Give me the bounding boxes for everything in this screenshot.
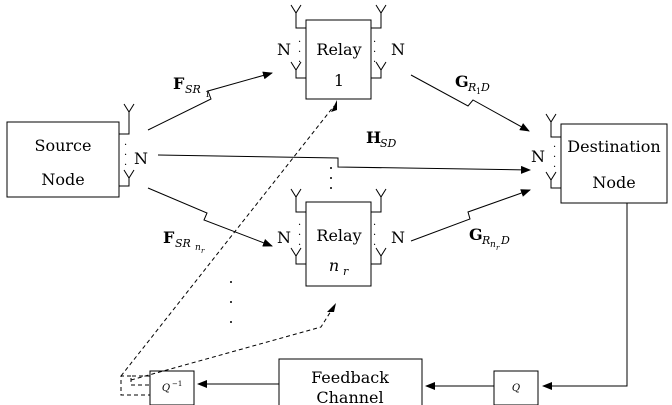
svg-text:n: n <box>195 243 201 253</box>
svg-text:SR: SR <box>185 83 201 96</box>
relay-nr-node: Relay n r <box>305 201 372 287</box>
feedback-label-line2: Channel <box>316 388 383 405</box>
svg-text:r: r <box>201 247 205 255</box>
svg-text:SR: SR <box>175 237 191 250</box>
label-g-r1d: G R 1 D <box>455 72 490 96</box>
relay-nr-label-line1: Relay <box>316 226 361 245</box>
link-source-relay1 <box>147 71 273 131</box>
destination-antenna-count: N <box>531 147 545 166</box>
relay-1-rx-antenna-count: N <box>277 40 291 59</box>
dequantizer-block: Q −1 <box>149 370 195 405</box>
relay-1-node: Relay 1 <box>305 19 372 100</box>
feedback-channel-block: Feedback Channel <box>278 358 423 405</box>
svg-text:·: · <box>298 220 301 231</box>
relay-nr-label-sub: r <box>343 265 349 278</box>
label-f-sr1: F SR 1 <box>173 74 210 99</box>
link-relaynr-destination <box>410 189 531 242</box>
relay-nr-rx-antenna-count: N <box>277 228 291 247</box>
svg-text:·: · <box>373 230 376 241</box>
destination-label-line2: Node <box>592 173 635 192</box>
svg-text:·: · <box>298 230 301 241</box>
svg-text:R: R <box>481 234 490 247</box>
svg-text:·: · <box>124 160 127 171</box>
svg-text:R: R <box>467 81 476 94</box>
link-source-destination <box>157 154 531 174</box>
feedback-ellipsis-dots <box>230 281 232 323</box>
svg-text:H: H <box>366 128 381 147</box>
relay-1-label-line1: Relay <box>316 40 361 59</box>
dashed-feedback-lines <box>120 105 335 396</box>
relay-nr-tx-antenna-count: N <box>391 228 405 247</box>
link-relay1-destination <box>410 74 530 132</box>
svg-text:G: G <box>469 225 483 244</box>
svg-text:·: · <box>373 220 376 231</box>
relay-1-antennas <box>290 4 387 79</box>
source-antenna-array <box>119 103 135 187</box>
destination-antenna-array <box>545 113 561 189</box>
source-label-line2: Node <box>41 170 84 189</box>
svg-text:·: · <box>373 47 376 58</box>
svg-text:F: F <box>173 74 185 93</box>
destination-feedback-line <box>542 203 628 390</box>
svg-text:·: · <box>373 240 376 251</box>
svg-text:F: F <box>163 228 175 247</box>
svg-text:·: · <box>298 240 301 251</box>
svg-text:·: · <box>298 57 301 68</box>
label-g-rnrd: G R n r D <box>469 225 510 252</box>
source-antenna-count: N <box>134 149 148 168</box>
svg-text:1: 1 <box>205 90 210 99</box>
svg-text:·: · <box>124 150 127 161</box>
svg-text:1: 1 <box>476 87 481 96</box>
svg-text:r: r <box>496 244 500 252</box>
svg-text:SD: SD <box>380 137 397 150</box>
svg-text:G: G <box>455 72 469 91</box>
svg-text:·: · <box>298 37 301 48</box>
label-f-srnr: F SR n r <box>163 228 205 255</box>
destination-label-line1: Destination <box>567 137 660 156</box>
source-label-line1: Source <box>35 136 92 155</box>
svg-text:D: D <box>480 81 490 94</box>
destination-node: Destination Node <box>560 123 668 204</box>
svg-text:n: n <box>490 240 496 250</box>
svg-text:·: · <box>553 142 556 153</box>
label-h-sd: H SD <box>366 128 397 150</box>
source-node: Source Node <box>6 121 120 198</box>
relay-nr-label-main: n <box>329 256 339 275</box>
dequantizer-label-exp: −1 <box>172 380 182 388</box>
svg-text:·: · <box>553 162 556 173</box>
svg-text:·: · <box>373 57 376 68</box>
svg-text:D: D <box>500 234 510 247</box>
relay-nr-antennas <box>290 188 387 265</box>
feedback-label-line1: Feedback <box>311 368 389 387</box>
svg-text:·: · <box>298 47 301 58</box>
svg-text:·: · <box>553 152 556 163</box>
relay-1-tx-antenna-count: N <box>391 40 405 59</box>
relay-1-label-line2: 1 <box>334 71 344 90</box>
relay-ellipsis-dots <box>330 167 332 189</box>
dequantizer-label-main: Q <box>162 383 170 394</box>
svg-text:·: · <box>373 37 376 48</box>
link-source-relaynr <box>147 187 273 247</box>
svg-text:·: · <box>124 140 127 151</box>
quantizer-label: Q <box>512 383 520 394</box>
quantizer-block: Q <box>493 370 539 405</box>
